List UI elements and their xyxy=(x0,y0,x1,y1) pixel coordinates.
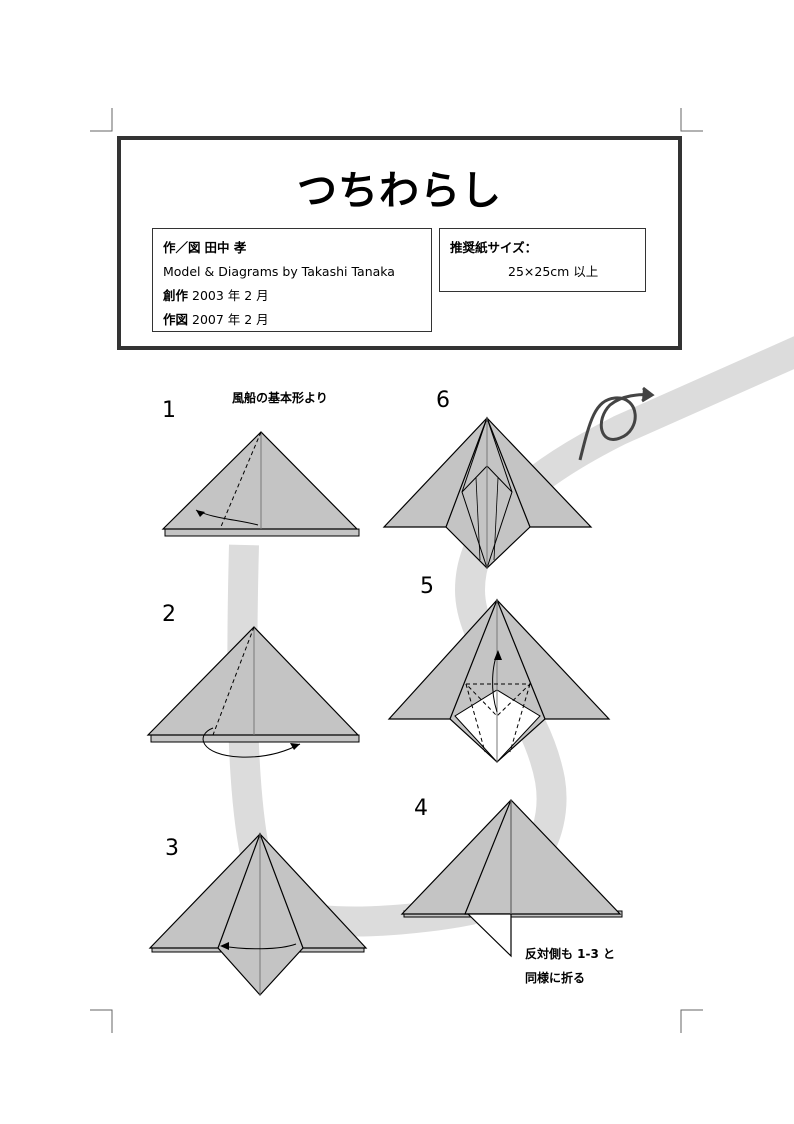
paper-size-box: 推奨紙サイズ： 25×25cm 以上 xyxy=(439,228,646,292)
step2-figure xyxy=(146,626,360,758)
step-number-6: 6 xyxy=(436,388,450,413)
step5-figure xyxy=(387,598,611,763)
step4-figure xyxy=(400,799,623,958)
step4-note-line1: 反対側も 1-3 と xyxy=(525,947,616,961)
step-number-5: 5 xyxy=(420,574,434,599)
step1-note: 風船の基本形より xyxy=(232,391,328,405)
english-credit: Model & Diagrams by Takashi Tanaka xyxy=(163,264,395,279)
step4-note-line2: 同様に折る xyxy=(525,971,586,985)
author-name: 田中 孝 xyxy=(204,240,247,255)
drawn-date: 2007 年 2 月 xyxy=(192,312,269,327)
author-label: 作／図 xyxy=(163,240,201,255)
step1-figure xyxy=(161,431,360,537)
step6-figure xyxy=(382,416,593,569)
credits-box: 作／図 田中 孝 Model & Diagrams by Takashi Tan… xyxy=(152,228,432,332)
step-number-4: 4 xyxy=(414,796,428,821)
drawn-line: 作図 2007 年 2 月 xyxy=(163,308,421,332)
header-box: つちわらし 作／図 田中 孝 Model & Diagrams by Takas… xyxy=(117,136,682,350)
created-line: 創作 2003 年 2 月 xyxy=(163,284,421,308)
step-number-3: 3 xyxy=(165,836,179,861)
created-date: 2003 年 2 月 xyxy=(192,288,269,303)
created-label: 創作 xyxy=(163,288,189,303)
crop-marks xyxy=(90,108,703,1033)
step-number-1: 1 xyxy=(162,398,176,423)
turn-over-arrow xyxy=(578,386,655,461)
paper-size-value: 25×25cm 以上 xyxy=(508,264,599,279)
drawn-label: 作図 xyxy=(163,312,189,327)
page-title: つちわらし xyxy=(297,168,502,214)
author-line: 作／図 田中 孝 xyxy=(163,236,421,260)
paper-size-label: 推奨紙サイズ： xyxy=(450,240,538,255)
step-number-2: 2 xyxy=(162,602,176,627)
step3-figure xyxy=(148,832,368,996)
